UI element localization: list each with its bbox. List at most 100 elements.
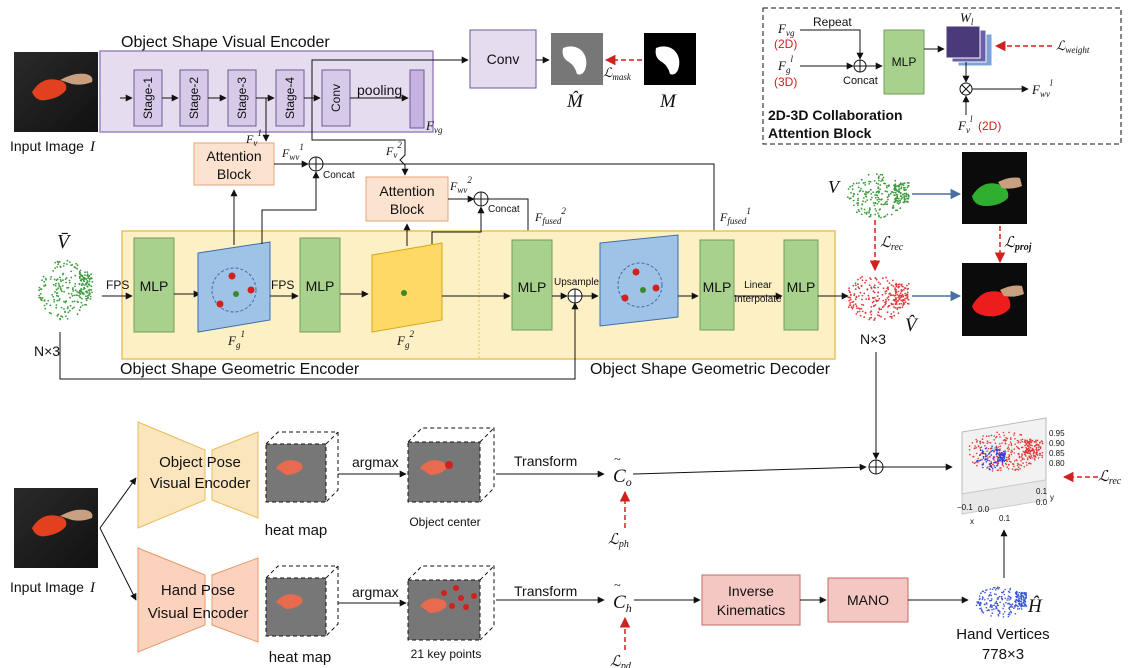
fps-2-label: FPS: [271, 278, 294, 292]
visual-encoder-group: Object Shape Visual Encoder Stage-1 Stag…: [99, 34, 443, 135]
top-conv-box: [469, 29, 537, 89]
mlp-2-label: MLP: [306, 278, 335, 294]
m-hat-label: M̂: [566, 91, 584, 112]
y-tick-1: 0.0: [1036, 498, 1048, 507]
stage-2-label: Stage-2: [187, 77, 201, 119]
mano-label: MANO: [847, 592, 889, 608]
ffused2-label: Ffused2: [534, 206, 566, 226]
interpolate-label: Interpolate: [734, 294, 782, 305]
collab-fvg-tag: (2D): [774, 37, 797, 51]
attention-block-1-line1: Attention: [206, 148, 261, 164]
hand-vertices-label: Hand Vertices: [956, 626, 1049, 643]
attention-block-2-line2: Block: [390, 201, 425, 217]
x-tick-2: 0.1: [999, 514, 1011, 523]
object-pose-encoder: [137, 421, 206, 529]
collab-fvl-tag: (2D): [978, 119, 1001, 133]
collab-fgl-tag: (3D): [774, 75, 797, 89]
heatmap-cube-1: [265, 431, 339, 503]
attention-group: Attention Block Attention Block Fv1 Fv2 …: [193, 98, 751, 239]
fv1-label: Fv1: [245, 128, 262, 148]
v-label: V: [828, 177, 841, 197]
argmax-2-label: argmax: [352, 584, 399, 600]
vbar-label: V̄: [57, 231, 72, 253]
input-point-cloud: [38, 259, 94, 321]
encoder-conv-label: Conv: [329, 84, 343, 112]
mlp-1-label: MLP: [140, 278, 169, 294]
right-group: V ℒrec ℒproj N×3 V̂: [828, 152, 1032, 475]
co-label: Co: [613, 466, 632, 489]
ffused1-label: Ffused1: [719, 206, 751, 226]
stage-4-label: Stage-4: [283, 77, 297, 119]
collab-concat: Concat: [843, 75, 878, 87]
heatmap-2-label: heat map: [269, 649, 332, 666]
fv2-label: Fv2: [385, 140, 402, 160]
heatmap-cube-2: [265, 565, 339, 637]
hand-pose-encoder: [137, 547, 206, 653]
fvg-label: Fvg: [425, 118, 443, 135]
output-n3: N×3: [860, 331, 886, 347]
decoder-plane: [599, 234, 679, 327]
geometric-group: V̄ N×3 FPS MLP Fg1 FPS MLP Fg2 MLP Upsam…: [34, 171, 849, 380]
fg1-label: Fg1: [227, 329, 245, 350]
concat-2-label: Concat: [488, 204, 520, 215]
collab-mlp-label: MLP: [892, 55, 917, 69]
decoder-mlp-2-label: MLP: [703, 279, 732, 295]
ik-line1: Inverse: [728, 583, 774, 599]
mano-box: [827, 577, 909, 623]
visual-encoder-title: Object Shape Visual Encoder: [121, 34, 330, 51]
h-hat-label: Ĥ: [1027, 595, 1043, 617]
svg-text:~: ~: [614, 578, 621, 592]
ch-label: Ch: [613, 592, 632, 615]
heatmap-1-label: heat map: [265, 522, 328, 539]
v-hat-label: V̂: [905, 315, 919, 336]
object-center-cube: [407, 427, 495, 503]
fwv1-label: Fwv1: [281, 142, 304, 162]
object-encoder-line2: Visual Encoder: [150, 475, 251, 492]
inverse-kinematics-box: [701, 574, 801, 626]
stage-3-label: Stage-3: [235, 77, 249, 119]
l-rec-label: ℒrec: [880, 235, 904, 253]
geometric-decoder-title: Object Shape Geometric Decoder: [590, 361, 831, 378]
z-tick-3: 0.80: [1049, 459, 1065, 468]
hand-mesh: [975, 586, 1028, 618]
collab-wl: Wl: [960, 10, 974, 27]
decoder-mlp-1: [511, 239, 553, 331]
linear-label: Linear: [744, 280, 772, 291]
collab-border: [762, 7, 1122, 145]
fwv2-label: Fwv2: [449, 175, 472, 195]
z-tick-2: 0.85: [1049, 449, 1065, 458]
predicted-point-cloud: [847, 275, 910, 321]
ik-line2: Kinematics: [717, 602, 785, 618]
hand-count-label: 778×3: [982, 646, 1024, 663]
gt-point-cloud: [846, 173, 910, 219]
l-proj-label: ℒproj: [1004, 235, 1032, 253]
collab-block: Fvg (2D) Repeat Fgl (3D) Concat MLP Wl ℒ…: [762, 7, 1122, 145]
key-points-cube: [407, 565, 495, 641]
collab-lweight: ℒweight: [1056, 38, 1090, 55]
key-points-label: 21 key points: [411, 647, 482, 661]
l-rec-plot-label: ℒrec: [1098, 469, 1122, 487]
geometric-encoder-title: Object Shape Geometric Encoder: [120, 361, 360, 378]
upsample-label: Upsample: [554, 277, 599, 288]
top-conv-label: Conv: [487, 51, 520, 67]
stage-1-box: [133, 69, 163, 127]
hand-encoder-line1: Hand Pose: [161, 582, 235, 599]
attention-block-2: [365, 176, 449, 222]
pooling-label: pooling: [357, 82, 402, 98]
decoder-mlp-3: [783, 239, 819, 331]
collab-fvg: Fvg: [777, 21, 795, 38]
fg1-plane: [197, 241, 271, 333]
decoder-mlp-1-label: MLP: [518, 279, 547, 295]
z-tick-1: 0.90: [1049, 439, 1065, 448]
encoder-conv-box: [321, 69, 351, 127]
argmax-1-label: argmax: [352, 454, 399, 470]
transform-1-label: Transform: [514, 453, 577, 469]
decoder-mlp-2: [699, 239, 735, 331]
attention-block-1: [193, 142, 275, 186]
collab-fvl: Fvl: [957, 114, 973, 135]
